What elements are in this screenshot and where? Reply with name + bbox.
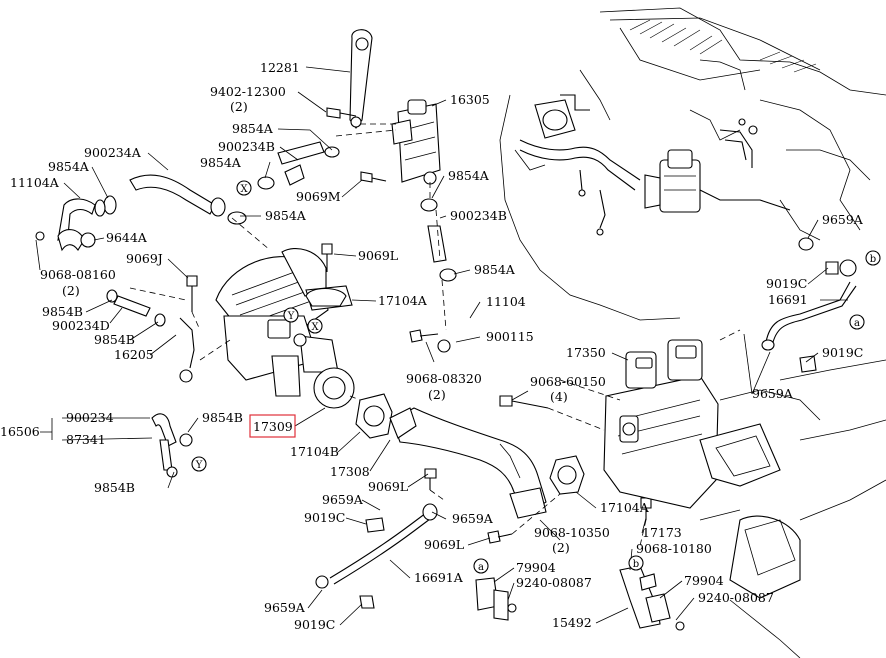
marker-x-2-label: X [311,322,319,333]
callout-9240-08087-b[interactable]: 9240-08087 [698,590,774,605]
callout-900234B-b[interactable]: 900234B [450,208,507,223]
callout-9854A-e[interactable]: 9854A [265,208,307,223]
marker-y-2-label: Y [195,460,203,471]
callout-79904-a[interactable]: 79904 [516,560,556,575]
callout-17104B[interactable]: 17104B [290,444,339,459]
callout-16305[interactable]: 16305 [450,92,490,107]
callout-16205[interactable]: 16205 [114,347,154,362]
callout-12281[interactable]: 12281 [260,60,300,75]
callout-17308[interactable]: 17308 [330,464,370,479]
callout-9019C-a[interactable]: 9019C [766,276,807,291]
callout-16691A[interactable]: 16691A [414,570,464,585]
bracket-12281-drawing [349,29,373,129]
callout-9068-60150-qty: (4) [550,389,568,404]
callout-9069L-c[interactable]: 9069L [424,537,464,552]
callout-9659A-e[interactable]: 9659A [264,600,306,615]
callout-11104A[interactable]: 11104A [10,175,60,190]
marker-b-1-label: b [870,254,876,265]
callout-900115[interactable]: 900115 [486,329,534,344]
marker-y-1-label: Y [287,311,295,322]
callout-9854A-c[interactable]: 9854A [48,159,90,174]
callout-9854B-d[interactable]: 9854B [94,480,135,495]
reference-lines [129,123,741,547]
callout-9240-08087-a[interactable]: 9240-08087 [516,575,592,590]
callout-9659A-a[interactable]: 9659A [822,212,864,227]
callout-9659A-b[interactable]: 9659A [752,386,794,401]
callout-9068-10180[interactable]: 9068-10180 [636,541,712,556]
callout-900234A[interactable]: 900234A [84,145,142,160]
callout-9854B-b[interactable]: 9854B [94,332,135,347]
clamps-drawing [94,146,457,478]
callout-9019C-d[interactable]: 9019C [294,617,335,632]
callout-9854A-top[interactable]: 9854A [232,121,274,136]
callout-labels: 12281 9402-12300 (2) 16305 9854A 900234B… [0,60,864,632]
callout-79904-b[interactable]: 79904 [684,573,724,588]
callout-9068-10350-qty: (2) [552,540,570,555]
gaskets-drawing [305,287,585,495]
marker-y-2: Y [191,456,207,472]
callout-9068-08320[interactable]: 9068-08320 [406,371,482,386]
marker-x-1: X [236,180,252,196]
marker-x-2: X [307,318,323,334]
engine-block-drawing [499,7,886,321]
callout-17350[interactable]: 17350 [566,345,606,360]
marker-a-1-label: a [854,318,860,329]
callout-9644A[interactable]: 9644A [106,230,148,245]
brackets-bottom-drawing [475,565,685,631]
callout-9068-10350[interactable]: 9068-10350 [534,525,610,540]
marker-b-2-label: b [633,559,639,570]
marker-a-2-label: a [478,562,484,573]
callout-9854B-a[interactable]: 9854B [42,304,83,319]
callout-17104A-a[interactable]: 17104A [378,293,428,308]
callout-900234D[interactable]: 900234D [52,318,110,333]
callout-87341[interactable]: 87341 [66,432,106,447]
callout-17104A-b[interactable]: 17104A [600,500,650,515]
callout-9854A-d[interactable]: 9854A [448,168,490,183]
callout-9402-12300-qty: (2) [230,99,248,114]
water-pipes-drawing [315,237,857,609]
callout-9069L-a[interactable]: 9069L [358,248,398,263]
callout-9019C-c[interactable]: 9019C [304,510,345,525]
callout-9068-08160[interactable]: 9068-08160 [40,267,116,282]
callout-16506[interactable]: 16506 [0,424,40,439]
callout-9068-08320-qty: (2) [428,387,446,402]
callout-9659A-c[interactable]: 9659A [322,492,364,507]
marker-a-1: a [849,314,865,330]
marker-y-1: Y [283,307,299,323]
marker-x-1-label: X [240,184,248,195]
marker-b-2: b [628,555,644,571]
callout-15492[interactable]: 15492 [552,615,592,630]
callout-9854A-b[interactable]: 9854A [200,155,242,170]
callout-9854A-f[interactable]: 9854A [474,262,516,277]
hoses-drawing [35,141,447,471]
reference-markers: X X Y Y a a b b [191,180,881,574]
callout-9069L-b[interactable]: 9069L [368,479,408,494]
callout-900234B-a[interactable]: 900234B [218,139,275,154]
egr-pipe-17308-drawing [389,407,547,519]
callout-9402-12300[interactable]: 9402-12300 [210,84,286,99]
callout-9019C-b[interactable]: 9019C [822,345,863,360]
callout-9854B-c[interactable]: 9854B [202,410,243,425]
callout-11104[interactable]: 11104 [486,294,526,309]
callout-900234[interactable]: 900234 [66,410,114,425]
callout-9068-08160-qty: (2) [62,283,80,298]
bolts-drawing [186,107,652,544]
manifold-drawing [699,359,886,658]
marker-b-1: b [865,250,881,266]
cooler-16305-drawing [391,99,441,185]
callout-16691[interactable]: 16691 [768,292,808,307]
leader-lines [35,66,848,626]
callout-17173[interactable]: 17173 [642,525,682,540]
callout-9068-60150[interactable]: 9068-60150 [530,374,606,389]
callout-9069J[interactable]: 9069J [126,251,163,266]
egr-valve-17350-drawing [603,339,781,509]
callout-17309[interactable]: 17309 [253,419,293,434]
callout-9659A-d[interactable]: 9659A [452,511,494,526]
callout-9069M[interactable]: 9069M [296,189,341,204]
egr-cooler-drawing [215,248,355,409]
highlight-box-17309 [249,414,296,438]
marker-a-2: a [473,558,489,574]
